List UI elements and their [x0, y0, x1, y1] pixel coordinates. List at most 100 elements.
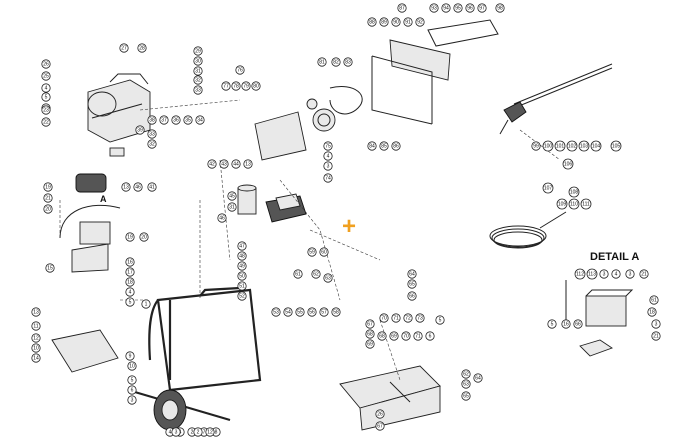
callout-label: 2: [197, 429, 200, 435]
callout-label: 3: [175, 429, 178, 435]
callout-bubble: [217, 213, 227, 223]
callout-bubble: [331, 57, 341, 67]
belt-guard-cover: [371, 19, 499, 125]
callout-bubble: [379, 141, 389, 151]
callout-label: 13: [245, 161, 251, 167]
callout-bubble: [235, 65, 245, 75]
callout-label: 30: [195, 58, 201, 64]
callout-52: 77: [221, 81, 231, 91]
callout-84: 64: [407, 269, 417, 279]
callout-bubble: [147, 129, 157, 139]
callout-bubble: [477, 3, 487, 13]
callout-bubble: [375, 421, 385, 431]
callout-125: 112: [574, 268, 586, 280]
callout-bubble: [125, 287, 135, 297]
callout-bubble: [391, 141, 401, 151]
callout-label: 38: [149, 117, 155, 123]
callout-label: 83: [345, 59, 351, 65]
callout-40: 14: [31, 353, 41, 363]
callout-144: 68: [377, 331, 387, 341]
callout-label: 11: [33, 323, 38, 329]
callout-72: 52: [237, 291, 247, 301]
callout-bubble: [461, 379, 471, 389]
callout-label: 10: [129, 363, 135, 369]
callout-label: 27: [121, 45, 127, 51]
callout-bubble: [586, 268, 598, 280]
callout-77: 57: [319, 307, 329, 317]
callout-label: 34: [197, 117, 203, 123]
callout-7: 23: [41, 105, 51, 115]
callout-label: 105: [612, 143, 621, 149]
callout-label: 73: [417, 315, 423, 321]
callout-label: 62: [313, 271, 319, 277]
callout-120: 107: [542, 182, 554, 194]
callout-label: 17: [127, 269, 133, 275]
callout-46: 3: [127, 395, 137, 405]
callout-68: 48: [237, 251, 247, 261]
callout-label: 33: [149, 131, 155, 137]
callout-82: 62: [311, 269, 321, 279]
callout-bubble: [568, 198, 580, 210]
callout-bubble: [231, 159, 241, 169]
callout-label: 2: [191, 429, 194, 435]
callout-bubble: [401, 331, 411, 341]
callout-label: 13: [123, 184, 129, 190]
callout-label: 103: [580, 143, 589, 149]
callout-36: 13: [31, 307, 41, 317]
callout-bubble: [295, 307, 305, 317]
callout-29: 20: [139, 232, 149, 242]
callout-123: 110: [568, 198, 580, 210]
callout-label: 1: [145, 301, 148, 307]
callout-30: 15: [45, 263, 55, 273]
callout-label: 3: [655, 321, 658, 327]
callout-104: 91: [403, 17, 413, 27]
callout-label: 98: [497, 5, 503, 11]
callout-bubble: [461, 391, 471, 401]
callout-121: 108: [568, 186, 580, 198]
callout-bubble: [147, 139, 157, 149]
callout-19: 34: [195, 115, 205, 125]
callout-label: 32: [149, 141, 155, 147]
callout-140: 65: [461, 391, 471, 401]
callout-bubble: [542, 182, 554, 194]
callout-45: 6: [127, 385, 137, 395]
callout-136: 66: [573, 319, 583, 329]
callout-label: 70: [403, 333, 409, 339]
callout-label: 21: [45, 195, 51, 201]
callout-label: 12: [207, 429, 213, 435]
callout-62: 44: [231, 159, 241, 169]
callout-92: 72: [403, 313, 413, 323]
callout-97: 84: [367, 141, 377, 151]
callout-bubble: [610, 140, 622, 152]
callout-2: 26: [41, 59, 51, 69]
callout-label: 36: [173, 117, 179, 123]
callout-bubble: [147, 182, 157, 192]
callout-129: 3: [625, 269, 635, 279]
callout-135: 16: [561, 319, 571, 329]
callout-25: 19: [43, 182, 53, 192]
callout-label: 13: [33, 309, 39, 315]
callout-132: 3: [651, 319, 661, 329]
callout-bubble: [407, 269, 417, 279]
callout-label: 108: [570, 189, 579, 195]
callout-85: 65: [407, 279, 417, 289]
callout-94: 81: [317, 57, 327, 67]
callout-bubble: [219, 159, 229, 169]
callout-bubble: [566, 140, 578, 152]
callout-0: 27: [119, 43, 129, 53]
callout-bubble: [31, 353, 41, 363]
callout-label: 104: [592, 143, 601, 149]
callout-label: 70: [381, 315, 387, 321]
callout-label: 28: [139, 45, 145, 51]
callout-bubble: [283, 307, 293, 317]
callout-bubble: [125, 257, 135, 267]
callout-10: 30: [193, 56, 203, 66]
callout-1: 28: [137, 43, 147, 53]
callout-bubble: [415, 17, 425, 27]
callout-31: 16: [125, 257, 135, 267]
callout-bubble: [159, 115, 169, 125]
callout-label: 95: [455, 5, 461, 11]
wheel: [153, 389, 187, 431]
callout-bubble: [41, 83, 51, 93]
callout-bubble: [31, 343, 41, 353]
